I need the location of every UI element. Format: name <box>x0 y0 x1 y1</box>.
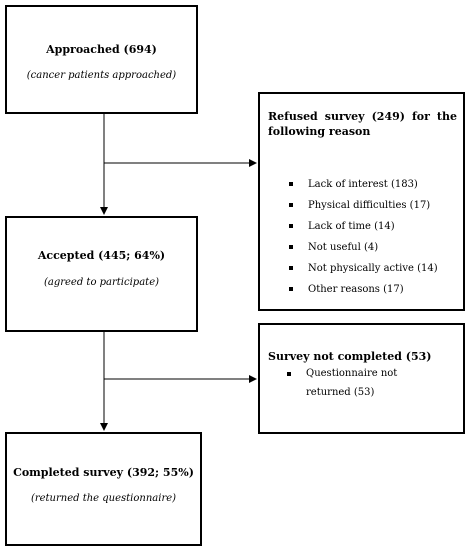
bullet-icon <box>289 287 293 291</box>
incomplete-box: Survey not completed (53) Questionnaire … <box>258 323 465 434</box>
approached-subtitle: (cancer patients approached) <box>26 70 177 81</box>
bullet-icon <box>287 372 291 376</box>
bullet-icon <box>289 245 293 249</box>
reason-label: Other reasons (17) <box>308 284 404 295</box>
list-item: Not physically active (14) <box>289 258 463 279</box>
bullet-icon <box>289 224 293 228</box>
accepted-subtitle: (agreed to participate) <box>43 277 160 288</box>
incomplete-reasons-list: Questionnaire not returned (53) <box>260 364 463 402</box>
list-item: Physical difficulties (17) <box>289 195 463 216</box>
reason-label: Not useful (4) <box>308 242 379 253</box>
reason-label: Not physically active (14) <box>308 263 438 274</box>
bullet-icon <box>289 203 293 207</box>
list-item: Questionnaire not returned (53) <box>287 364 426 402</box>
reason-label: Questionnaire not returned (53) <box>306 368 398 398</box>
list-item: Other reasons (17) <box>289 279 463 300</box>
list-item: Lack of interest (183) <box>289 174 463 195</box>
refused-box: Refused survey (249) for the following r… <box>258 92 465 311</box>
refused-reasons-list: Lack of interest (183) Physical difficul… <box>260 174 463 300</box>
completed-subtitle: (returned the questionnaire) <box>30 493 177 504</box>
bullet-icon <box>289 266 293 270</box>
incomplete-title: Survey not completed (53) <box>268 350 432 363</box>
reason-label: Physical difficulties (17) <box>308 200 431 211</box>
bullet-icon <box>289 182 293 186</box>
accepted-title: Accepted (445; 64%) <box>37 249 166 262</box>
completed-title: Completed survey (392; 55%) <box>13 466 194 479</box>
list-item: Lack of time (14) <box>289 216 463 237</box>
list-item: Not useful (4) <box>289 237 463 258</box>
refused-title: Refused survey (249) for the following r… <box>268 110 457 138</box>
reason-label: Lack of time (14) <box>308 221 395 232</box>
completed-box: Completed survey (392; 55%) (returned th… <box>5 432 202 546</box>
approached-title: Approached (694) <box>46 43 157 56</box>
approached-box: Approached (694) (cancer patients approa… <box>5 5 198 114</box>
accepted-box: Accepted (445; 64%) (agreed to participa… <box>5 216 198 332</box>
reason-label: Lack of interest (183) <box>308 179 418 190</box>
